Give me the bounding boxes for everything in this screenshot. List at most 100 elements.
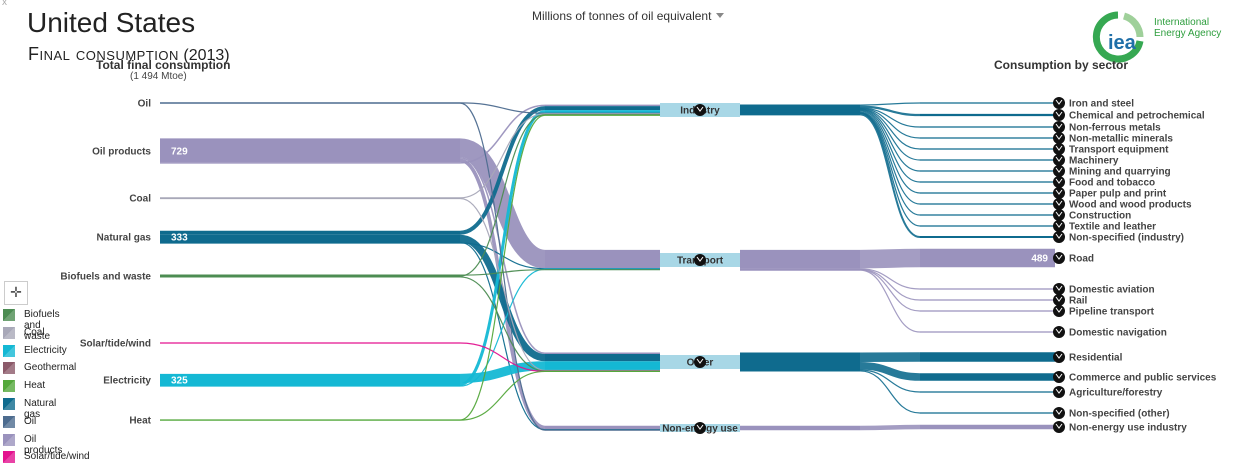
flow-oil-products-to-transport[interactable] [458, 138, 547, 269]
toggle-icon[interactable] [694, 356, 706, 368]
flow-other-to-agriculture-forestry[interactable] [859, 369, 921, 393]
sector-label-transport-equipment: Transport equipment [1069, 145, 1169, 156]
legend-label: Solar/tide/wind [24, 451, 90, 463]
legend-swatch [3, 433, 15, 446]
flow-industry-to-mining-and-quarrying[interactable] [859, 109, 921, 172]
toggle-icon[interactable] [1053, 176, 1065, 188]
toggle-icon[interactable] [694, 254, 706, 266]
chevron-down-icon [1055, 156, 1063, 162]
sector-label-commerce-and-public-services: Commerce and public services [1069, 373, 1217, 384]
toggle-icon[interactable] [694, 104, 706, 116]
flow-industry-to-non-metallic-minerals[interactable] [859, 107, 921, 139]
flow-oil-products-to-industry[interactable] [459, 104, 546, 164]
sector-label-rail: Rail [1069, 296, 1088, 307]
toggle-icon[interactable] [1053, 121, 1065, 133]
flow-industry-to-machinery[interactable] [859, 108, 921, 161]
iea-logo-text: iea [1108, 32, 1137, 54]
chevron-down-icon [1055, 111, 1063, 117]
flow-transport-to-rail[interactable] [859, 268, 921, 301]
sector-label-chemical-and-petrochemical: Chemical and petrochemical [1069, 111, 1205, 122]
toggle-icon[interactable] [1053, 421, 1065, 433]
source-value-natural-gas: 333 [171, 233, 188, 244]
links-in-layer [160, 102, 660, 431]
legend-swatch [3, 309, 15, 321]
flow-biofuels-and-waste-to-industry[interactable] [459, 114, 546, 277]
toggle-icon[interactable] [1053, 326, 1065, 338]
legend-swatch [3, 451, 15, 464]
legend-label: Coal [24, 326, 45, 338]
chevron-down-icon [696, 256, 704, 262]
move-icon[interactable]: ✛ [4, 281, 28, 305]
toggle-icon[interactable] [1053, 252, 1065, 264]
flow-industry-to-textile-and-leather[interactable] [859, 112, 921, 227]
toggle-icon[interactable] [1053, 109, 1065, 121]
source-label-natural-gas: Natural gas [97, 233, 152, 244]
flow-natural-gas-to-non-energy-use[interactable] [459, 241, 546, 431]
flow-industry-to-non-ferrous-metals[interactable] [859, 107, 921, 128]
flow-biofuels-and-waste-to-other[interactable] [459, 276, 546, 372]
flow-natural-gas-to-industry[interactable] [459, 106, 546, 235]
flow-heat-to-industry[interactable] [459, 114, 546, 421]
flow-industry-to-iron-and-steel[interactable] [859, 102, 921, 106]
flow-industry-to-transport-equipment[interactable] [859, 108, 921, 150]
chevron-down-icon [1055, 296, 1063, 302]
chevron-down-icon [716, 13, 725, 18]
flow-electricity-to-transport[interactable] [459, 268, 546, 387]
subtitle-main: Final consumption [28, 44, 179, 64]
flow-non-energy-use-to-non-energy-use-industry[interactable] [859, 424, 921, 431]
flow-industry-to-food-and-tobacco[interactable] [859, 110, 921, 183]
toggle-icon[interactable] [1053, 305, 1065, 317]
links-out-layer [740, 102, 1055, 431]
toggle-icon[interactable] [1053, 143, 1065, 155]
legend-label: Oil [24, 415, 37, 427]
source-value-oil-products: 729 [171, 147, 188, 158]
flow-electricity-to-industry[interactable] [459, 110, 546, 386]
toggle-icon[interactable] [1053, 165, 1065, 177]
close-icon[interactable]: x [2, 0, 7, 8]
flow-solar-tide-wind-to-other[interactable] [459, 342, 546, 372]
legend-label: Natural gas [24, 397, 57, 420]
chevron-down-icon [696, 106, 704, 112]
flow-other-to-commerce-and-public-services[interactable] [859, 362, 921, 381]
toggle-icon[interactable] [1053, 154, 1065, 166]
toggle-icon[interactable] [1053, 198, 1065, 210]
unit-dropdown[interactable]: Millions of tonnes of oil equivalent [532, 9, 725, 23]
sector-label-non-metallic-minerals: Non-metallic minerals [1069, 134, 1173, 145]
toggle-icon[interactable] [1053, 209, 1065, 221]
subtitle-year: (2013) [183, 47, 230, 64]
toggle-icon[interactable] [694, 422, 706, 434]
flow-coal-to-other[interactable] [459, 197, 546, 372]
toggle-icon[interactable] [1053, 220, 1065, 232]
flow-other-to-non-specified-other[interactable] [859, 370, 921, 414]
flow-transport-to-road[interactable] [859, 248, 921, 269]
sector-label-domestic-aviation: Domestic aviation [1069, 285, 1155, 296]
sector-label-iron-and-steel: Iron and steel [1069, 99, 1134, 110]
flow-heat-to-other[interactable] [459, 370, 546, 421]
legend-swatch [3, 326, 15, 339]
flow-transport-to-pipeline-transport[interactable] [859, 269, 921, 312]
page-subtitle: Final consumption (2013) [28, 44, 230, 65]
toggle-icon[interactable] [1053, 283, 1065, 295]
flow-biofuels-and-waste-to-transport[interactable] [459, 269, 546, 276]
toggle-icon[interactable] [1053, 386, 1065, 398]
flow-industry-to-paper-pulp-and-print[interactable] [859, 111, 921, 194]
toggle-icon[interactable] [1053, 97, 1065, 109]
flow-industry-to-chemical-and-petrochemical[interactable] [859, 105, 921, 117]
flow-oil-to-industry[interactable] [459, 102, 546, 114]
source-label-biofuels-and-waste: Biofuels and waste [60, 272, 151, 283]
toggle-icon[interactable] [1053, 187, 1065, 199]
flow-transport-to-domestic-navigation[interactable] [859, 269, 921, 333]
chevron-down-icon [1055, 189, 1063, 195]
flow-transport-to-domestic-aviation[interactable] [859, 268, 921, 290]
toggle-icon[interactable] [1053, 132, 1065, 144]
sector-label-non-ferrous-metals: Non-ferrous metals [1069, 123, 1161, 134]
flow-industry-to-non-specified-industry[interactable] [859, 113, 921, 238]
toggle-icon[interactable] [1053, 294, 1065, 306]
flow-natural-gas-to-other[interactable] [459, 234, 546, 362]
toggle-icon[interactable] [1053, 231, 1065, 243]
flow-coal-to-industry[interactable] [459, 113, 546, 199]
toggle-icon[interactable] [1053, 371, 1065, 383]
toggle-icon[interactable] [1053, 351, 1065, 363]
toggle-icon[interactable] [1053, 407, 1065, 419]
